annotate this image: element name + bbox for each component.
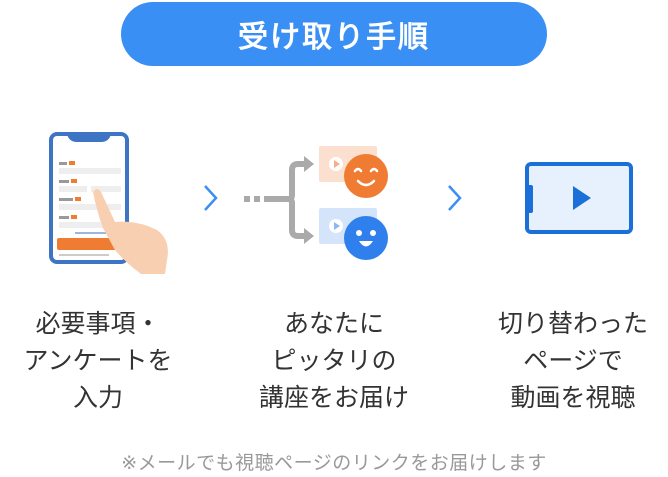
step-2-line-1: あなたに: [283, 309, 384, 338]
step-2-description: あなたに ピッタリの 講座をお届け: [228, 305, 440, 416]
step-3-line-2: ページで: [523, 346, 623, 375]
step-1-description: 必要事項・ アンケートを 入力: [0, 305, 196, 416]
step-2-line-2: ピッタリの: [271, 346, 397, 375]
step-1-line-3: 入力: [72, 383, 123, 412]
step-1-line-1: 必要事項・: [35, 309, 161, 338]
branching-video-match-icon: [240, 140, 395, 265]
chevron-right-icon: [201, 183, 221, 213]
smartphone-form-tap-icon: [45, 132, 175, 277]
page-title: 受け取り手順: [238, 20, 430, 55]
step-3-line-3: 動画を視聴: [510, 383, 636, 412]
footnote: ※メールでも視聴ページのリンクをお届けします: [121, 452, 547, 474]
step-1-line-2: アンケートを: [23, 346, 173, 375]
step-2-line-3: 講座をお届け: [258, 383, 409, 412]
chevron-right-icon: [445, 183, 465, 213]
title-banner: 受け取り手順: [121, 2, 547, 66]
video-play-tablet-icon: [524, 161, 634, 235]
step-3-line-1: 切り替わった: [497, 309, 648, 338]
step-3-description: 切り替わった ページで 動画を視聴: [478, 305, 668, 416]
